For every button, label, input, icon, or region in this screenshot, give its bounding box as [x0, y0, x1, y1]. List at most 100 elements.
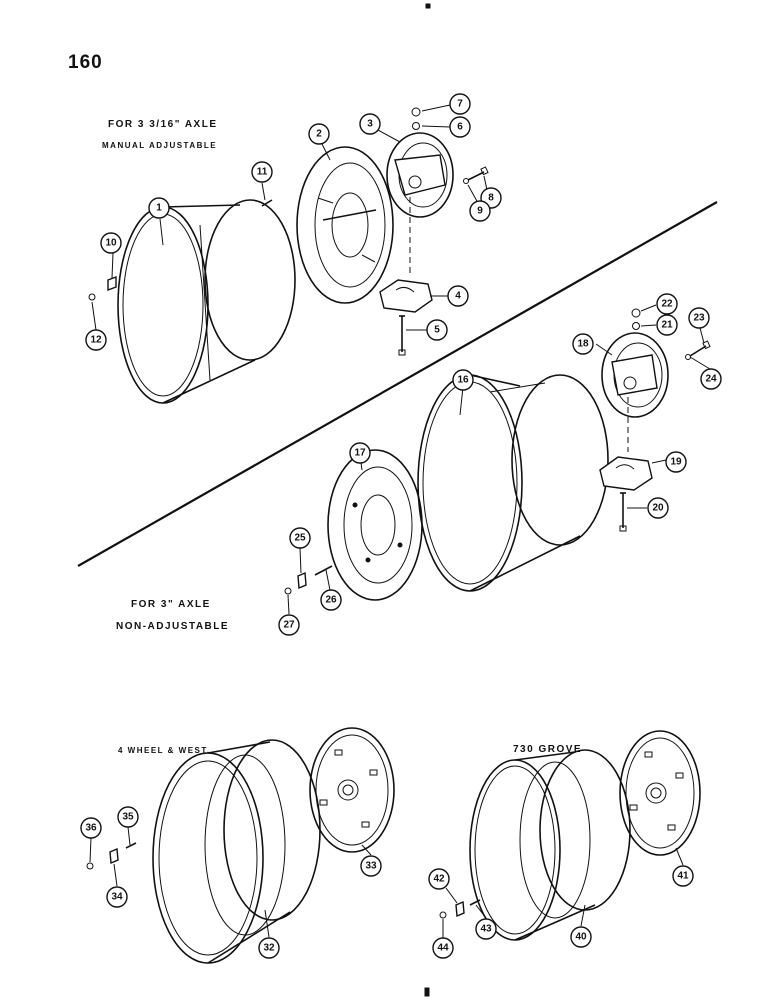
callout-33: 33	[360, 855, 382, 877]
wheel-disc-part-17	[327, 449, 423, 601]
callout-34: 34	[106, 886, 128, 908]
svg-text:32: 32	[263, 943, 275, 954]
callout-11: 11	[251, 161, 273, 183]
svg-text:18: 18	[577, 339, 589, 350]
callout-22: 22	[656, 293, 678, 315]
svg-text:24: 24	[705, 374, 717, 385]
caption-axle-3-3-16: FOR 3 3/16" AXLE	[108, 119, 218, 130]
svg-text:40: 40	[575, 932, 587, 943]
callout-24: 24	[700, 368, 722, 390]
clip-part-10	[107, 275, 117, 292]
svg-text:44: 44	[437, 943, 449, 954]
callout-7: 7	[449, 93, 471, 115]
nut-part-12	[88, 293, 96, 301]
callout-41: 41	[672, 865, 694, 887]
svg-text:12: 12	[90, 335, 102, 346]
svg-text:42: 42	[433, 874, 445, 885]
washer-part-21	[632, 322, 640, 330]
callout-25: 25	[289, 527, 311, 549]
wheel-weight-part-41	[619, 730, 701, 856]
callout-5: 5	[426, 319, 448, 341]
svg-text:17: 17	[354, 448, 366, 459]
callout-26: 26	[320, 589, 342, 611]
bolt-part-20	[619, 492, 627, 532]
svg-text:19: 19	[670, 457, 682, 468]
caption-axle-3: FOR 3" AXLE	[131, 599, 211, 610]
washer-part-24	[685, 354, 691, 360]
callout-6: 6	[449, 116, 471, 138]
rim-part-16	[417, 374, 609, 592]
callout-19: 19	[665, 451, 687, 473]
caption-manual-adjustable: MANUAL ADJUSTABLE	[102, 141, 218, 150]
registration-mark-top	[425, 3, 431, 9]
nut-part-27	[284, 587, 292, 595]
wheel-weight-part-33	[309, 727, 395, 853]
clamp-part-19	[599, 456, 653, 491]
svg-text:3: 3	[367, 119, 373, 130]
callout-9: 9	[469, 200, 491, 222]
svg-text:7: 7	[457, 99, 463, 110]
callout-4: 4	[447, 285, 469, 307]
callout-20: 20	[647, 497, 669, 519]
callout-44: 44	[432, 937, 454, 959]
svg-text:20: 20	[652, 503, 664, 514]
bolt-part-23	[689, 340, 711, 357]
stud-part-43	[469, 899, 481, 906]
svg-text:23: 23	[693, 313, 705, 324]
callout-40: 40	[570, 926, 592, 948]
section-divider-line	[77, 201, 718, 567]
callout-27: 27	[278, 614, 300, 636]
svg-text:41: 41	[677, 871, 689, 882]
callout-1: 1	[148, 197, 170, 219]
clamp-part-4	[379, 279, 433, 313]
callout-32: 32	[258, 937, 280, 959]
registration-mark-bottom	[424, 987, 430, 997]
callout-43: 43	[475, 918, 497, 940]
caption-non-adjustable: NON-ADJUSTABLE	[116, 621, 230, 632]
svg-text:26: 26	[325, 595, 337, 606]
svg-text:27: 27	[283, 620, 295, 631]
washer-part-9	[463, 178, 469, 184]
nut-part-36	[86, 862, 94, 870]
washer-part-6	[412, 122, 420, 130]
svg-text:43: 43	[480, 924, 492, 935]
stud-part-26	[314, 565, 333, 576]
stud-part-35	[125, 842, 137, 849]
svg-text:9: 9	[477, 206, 483, 217]
svg-text:11: 11	[257, 167, 268, 178]
svg-text:6: 6	[457, 122, 463, 133]
svg-text:22: 22	[661, 299, 673, 310]
bolt-part-5	[398, 315, 406, 356]
clip-part-25	[297, 571, 307, 590]
svg-text:34: 34	[111, 892, 123, 903]
nut-part-22	[631, 308, 641, 318]
callout-18: 18	[572, 333, 594, 355]
nut-part-44	[439, 911, 447, 919]
nut-part-7	[411, 107, 421, 117]
rim-part-40	[469, 749, 631, 941]
bolt-part-8	[467, 166, 489, 181]
svg-text:16: 16	[457, 375, 469, 386]
callout-2: 2	[308, 123, 330, 145]
callout-36: 36	[80, 817, 102, 839]
wheel-disc-part-2	[296, 146, 394, 304]
callout-10: 10	[100, 232, 122, 254]
clamp-hub-part-18	[601, 332, 669, 418]
callout-35: 35	[117, 806, 139, 828]
callout-17: 17	[349, 442, 371, 464]
svg-text:36: 36	[85, 823, 97, 834]
svg-text:35: 35	[122, 812, 134, 823]
callout-16: 16	[452, 369, 474, 391]
rim-part-32	[152, 739, 321, 964]
leader-lines	[89, 104, 711, 938]
page-number: 160	[68, 52, 103, 73]
callout-42: 42	[428, 868, 450, 890]
clip-part-34	[109, 847, 119, 865]
svg-text:21: 21	[661, 320, 673, 331]
svg-text:10: 10	[105, 238, 117, 249]
callout-23: 23	[688, 307, 710, 329]
svg-text:2: 2	[316, 129, 322, 140]
callout-21: 21	[656, 314, 678, 336]
svg-text:33: 33	[365, 861, 377, 872]
